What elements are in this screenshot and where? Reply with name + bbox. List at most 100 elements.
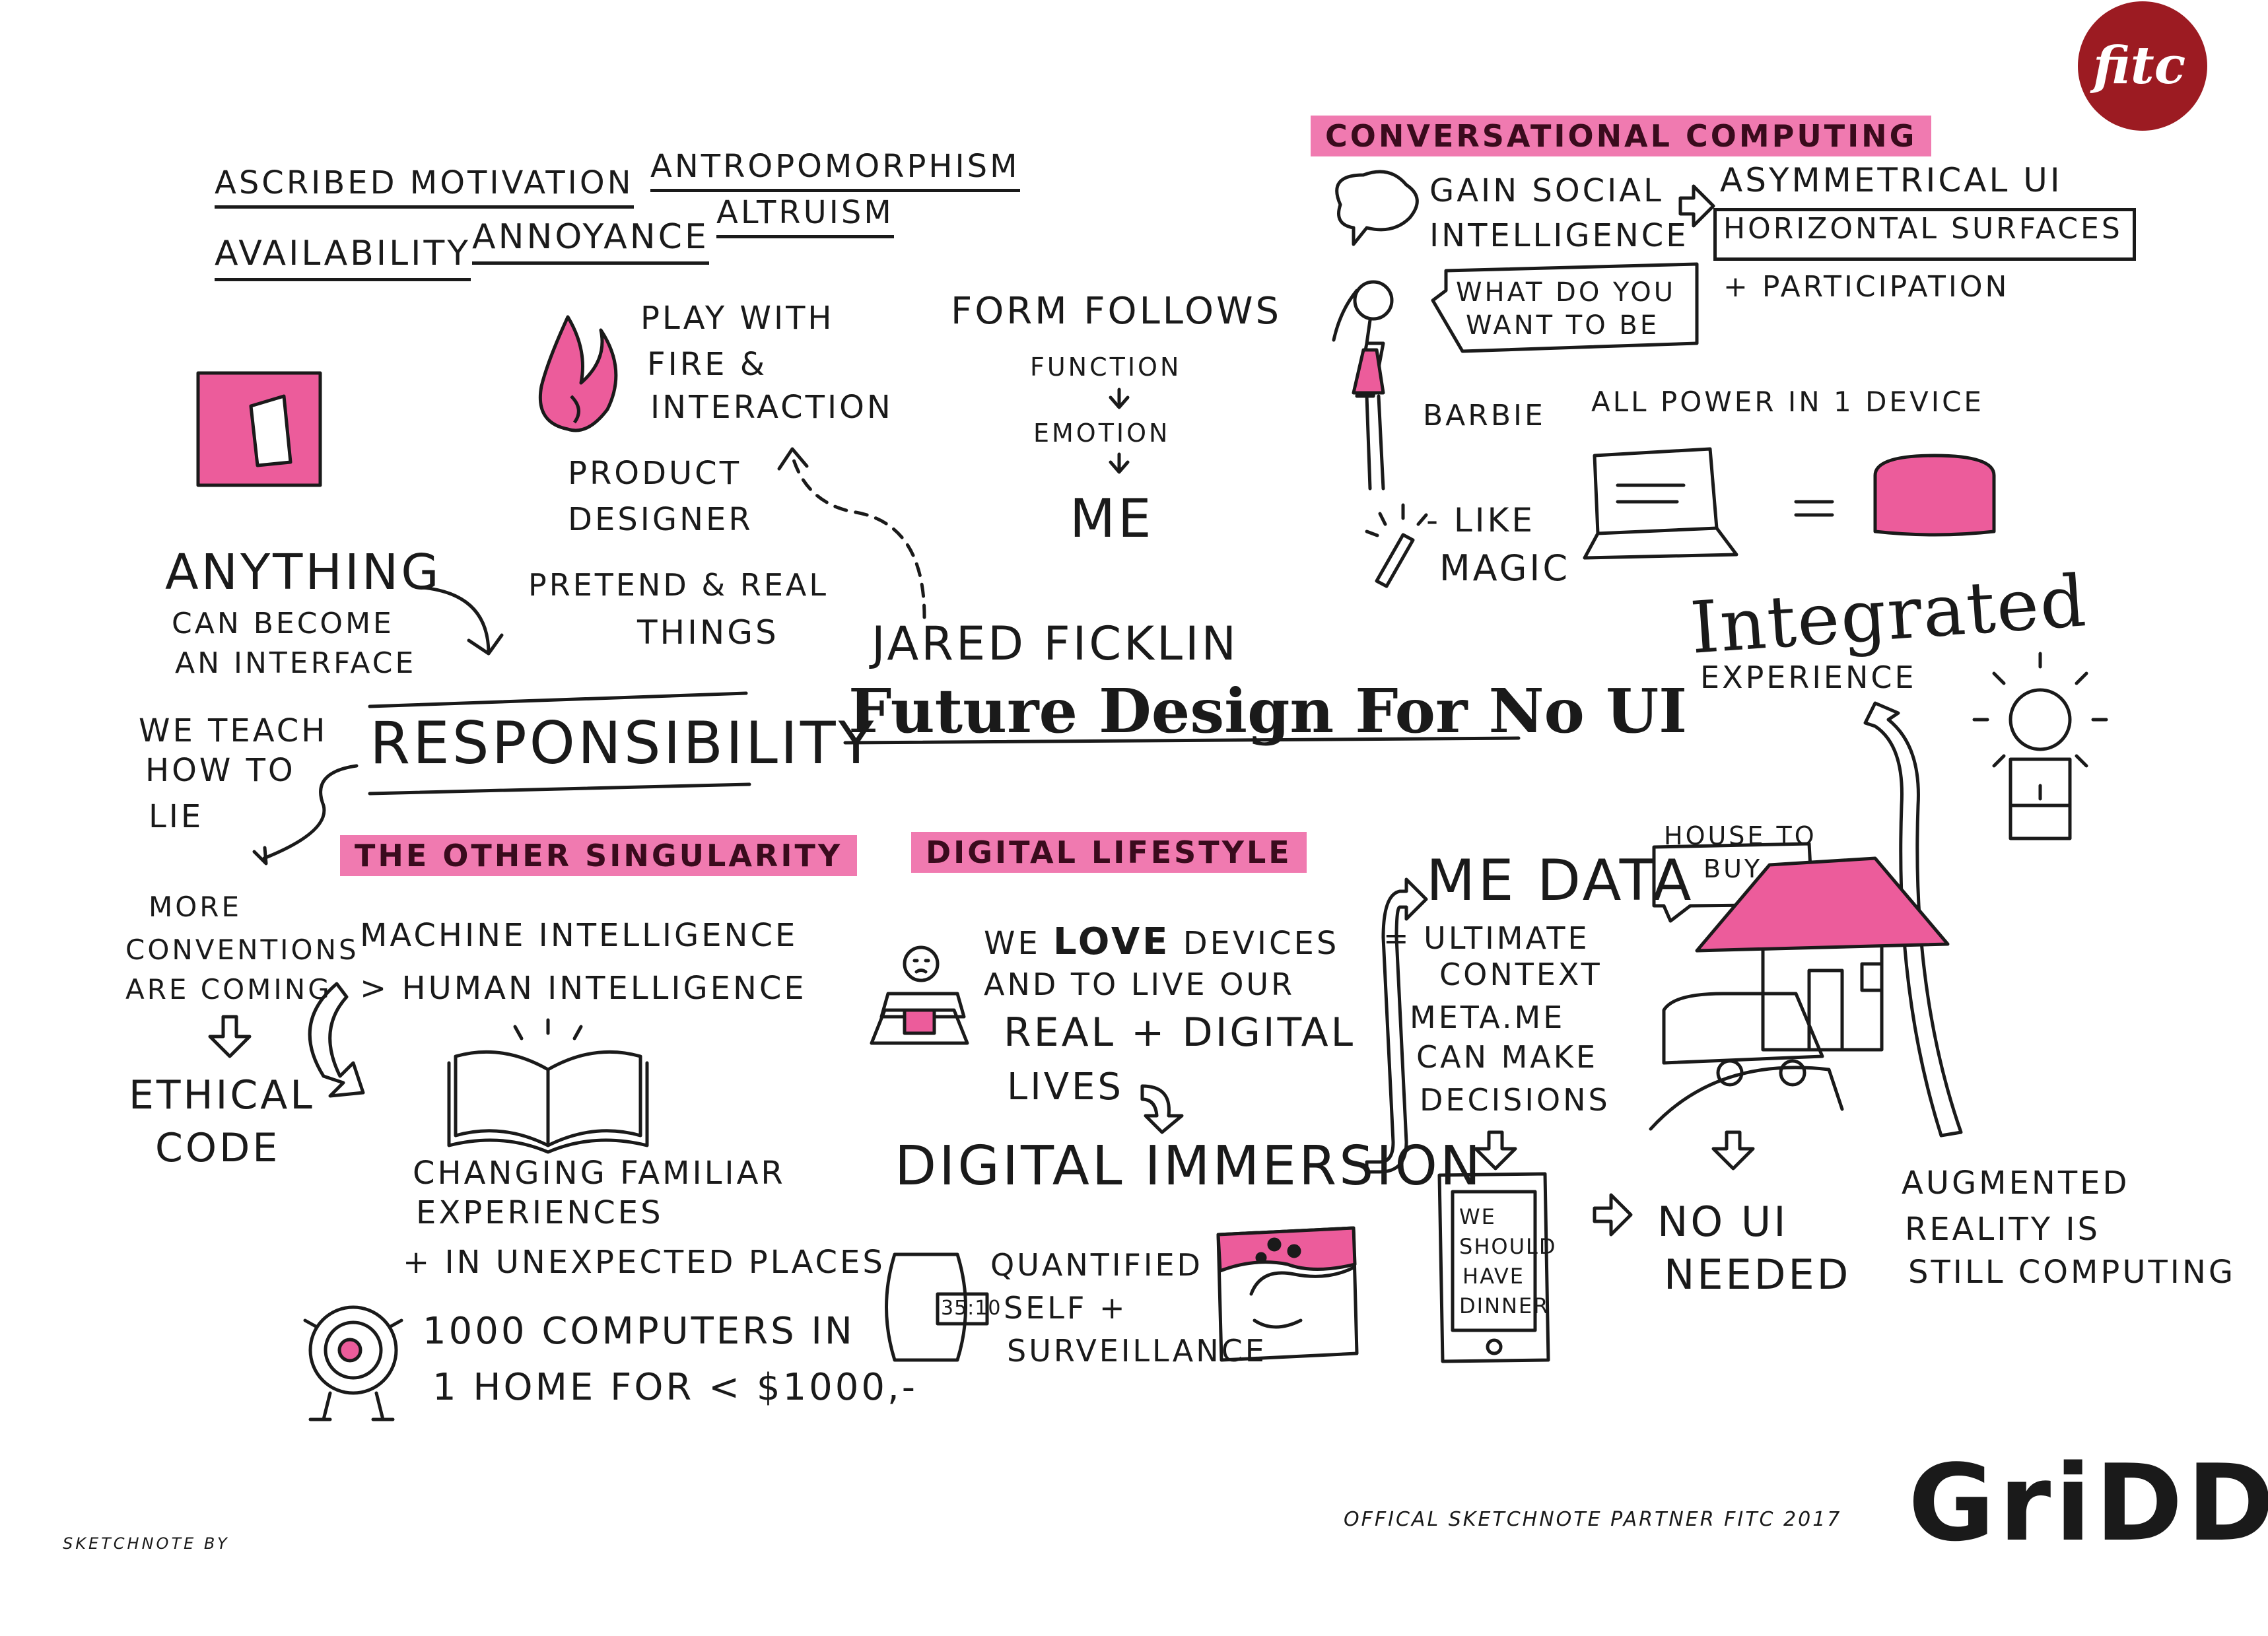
horizontal-surfaces-box xyxy=(1713,208,2136,261)
sketchnote-by: SKETCHNOTE BY xyxy=(63,1534,230,1553)
topic-annoyance: ANNOYANCE xyxy=(472,217,709,265)
form-emotion: EMOTION xyxy=(1033,419,1171,448)
watch-band-icon xyxy=(885,1252,967,1362)
fitc-logo-icon xyxy=(2078,1,2207,131)
play-line1: PLAY WITH xyxy=(640,300,835,337)
topic-antropomorphism: ANTROPOMORPHISM xyxy=(650,148,1020,193)
meta-line3: DECISIONS xyxy=(1420,1082,1610,1118)
ar-line3: STILL COMPUTING xyxy=(1908,1254,2236,1291)
speech-brain-icon xyxy=(1335,170,1419,246)
play-line2: FIRE & xyxy=(647,346,768,383)
ethical-arrow-icon xyxy=(208,1015,252,1058)
dashed-arrow-head-icon xyxy=(777,447,809,471)
asymmetrical-ui: ASYMMETRICAL UI xyxy=(1720,161,2063,199)
laptop-icon xyxy=(1593,447,1719,535)
phone-line2: SHOULD xyxy=(1459,1234,1557,1259)
changing-line1: CHANGING FAMILIAR xyxy=(413,1155,786,1192)
horizontal-surfaces: HORIZONTAL SURFACES xyxy=(1723,212,2123,246)
asym-arrow-icon xyxy=(1678,184,1715,228)
ethical-line2: CODE xyxy=(155,1125,281,1171)
phone-icon xyxy=(1437,1172,1550,1363)
robot-head-icon xyxy=(308,1305,398,1395)
speaker-name: JARED FICKLIN xyxy=(872,617,1239,671)
computers-line1: 1000 COMPUTERS IN xyxy=(423,1310,855,1353)
form-me: ME xyxy=(1070,488,1154,549)
product-line2: DESIGNER xyxy=(568,501,753,538)
more-line1: MORE xyxy=(149,891,242,923)
responsibility: RESPONSIBILITY xyxy=(370,709,877,777)
topic-altruism: ALTRUISM xyxy=(716,194,894,239)
talk-title: Future Design For No UI xyxy=(848,675,1688,747)
love-pre: WE xyxy=(984,925,1054,962)
topic-ascribed: ASCRIBED MOTIVATION xyxy=(215,164,634,209)
person-head-icon xyxy=(903,945,940,982)
gain-line1: GAIN SOCIAL xyxy=(1429,172,1664,209)
singularity-heading: THE OTHER SINGULARITY xyxy=(340,835,858,876)
phone-line1: WE xyxy=(1459,1204,1496,1229)
teach-line1: WE TEACH xyxy=(139,712,328,749)
more-line2: CONVENTIONS xyxy=(125,934,359,966)
barbie-head-icon xyxy=(1353,280,1394,321)
computers-line2: 1 HOME FOR < $1000,- xyxy=(432,1366,918,1409)
love-bold: LOVE xyxy=(1053,920,1171,963)
love-line4: LIVES xyxy=(1007,1066,1124,1108)
ethical-line1: ETHICAL xyxy=(129,1072,315,1118)
what-bubble-icon xyxy=(1431,262,1699,353)
magic-wand-icon xyxy=(1375,533,1415,588)
house-line2: BUY xyxy=(1703,854,1763,883)
quantified-line2: SELF + xyxy=(1004,1290,1128,1326)
what-line2: WANT TO BE xyxy=(1466,310,1660,341)
topic-availability: AVAILABILITY xyxy=(215,234,471,281)
sun-icon xyxy=(2009,688,2072,751)
meta-line2: CAN MAKE xyxy=(1416,1039,1598,1075)
house-line1: HOUSE TO xyxy=(1664,821,1817,850)
dashed-arrow-icon xyxy=(790,454,926,619)
title-underline xyxy=(843,736,1521,745)
watch-time: 35:10 xyxy=(941,1297,1002,1320)
immersion-arrow-icon xyxy=(1140,1084,1184,1134)
integrated-arrow-icon xyxy=(1863,701,1963,1138)
anything-line3: AN INTERFACE xyxy=(175,646,417,680)
decision-arrow-icon xyxy=(1474,1130,1517,1171)
more-line3: ARE COMING xyxy=(125,973,332,1005)
medata-title: ME DATA xyxy=(1426,848,1694,914)
gridd-logo: GriDD xyxy=(1908,1441,2268,1565)
car-arrow-icon xyxy=(1711,1130,1755,1171)
medata-arrow-icon xyxy=(1365,877,1428,1174)
form-follows: FORM FOLLOWS xyxy=(951,290,1282,333)
form-function: FUNCTION xyxy=(1030,353,1182,382)
love-line2: AND TO LIVE OUR xyxy=(984,967,1295,1002)
roof-icon xyxy=(1695,856,1950,953)
quantified-line3: SURVEILLANCE xyxy=(1007,1333,1267,1369)
fire-icon xyxy=(538,315,618,432)
ultimate-line2: CONTEXT xyxy=(1439,957,1602,992)
noui-arrow-icon xyxy=(1593,1193,1633,1237)
digital-immersion: DIGITAL IMMERSION xyxy=(895,1135,1484,1198)
love-line3: REAL + DIGITAL xyxy=(1004,1009,1356,1056)
like-line1: - LIKE xyxy=(1426,501,1535,539)
integrated-sub: EXPERIENCE xyxy=(1700,660,1917,695)
arrow-down-icon xyxy=(1109,452,1130,474)
ar-line1: AUGMENTED xyxy=(1902,1165,2130,1202)
changing-line2: EXPERIENCES xyxy=(416,1194,664,1231)
person-phone-icon xyxy=(903,1008,936,1035)
noui-line2: NEEDED xyxy=(1664,1250,1851,1299)
phone-line4: DINNER xyxy=(1459,1293,1550,1318)
love-line1: WE LOVE DEVICES xyxy=(984,920,1340,963)
barbie-label: BARBIE xyxy=(1423,399,1546,432)
responsibility-line-bottom xyxy=(368,782,751,796)
teach-line3: LIE xyxy=(149,798,204,835)
quantified-line1: QUANTIFIED xyxy=(990,1247,1203,1283)
lie-arrow-icon xyxy=(252,764,359,866)
barbie-dress-icon xyxy=(1352,348,1385,395)
pretend-line1: PRETEND & REAL xyxy=(528,567,829,603)
anything-line2: CAN BECOME xyxy=(172,607,394,640)
noui-line1: NO UI xyxy=(1657,1198,1789,1246)
book-right-icon xyxy=(546,1050,642,1147)
notebook-icon xyxy=(249,394,292,467)
machine-intelligence: MACHINE INTELLIGENCE xyxy=(360,917,798,954)
lifestyle-heading: DIGITAL LIFESTYLE xyxy=(911,832,1307,873)
love-post: DEVICES xyxy=(1170,925,1340,962)
partner-credit: OFFICAL SKETCHNOTE PARTNER FITC 2017 xyxy=(1344,1508,1842,1531)
